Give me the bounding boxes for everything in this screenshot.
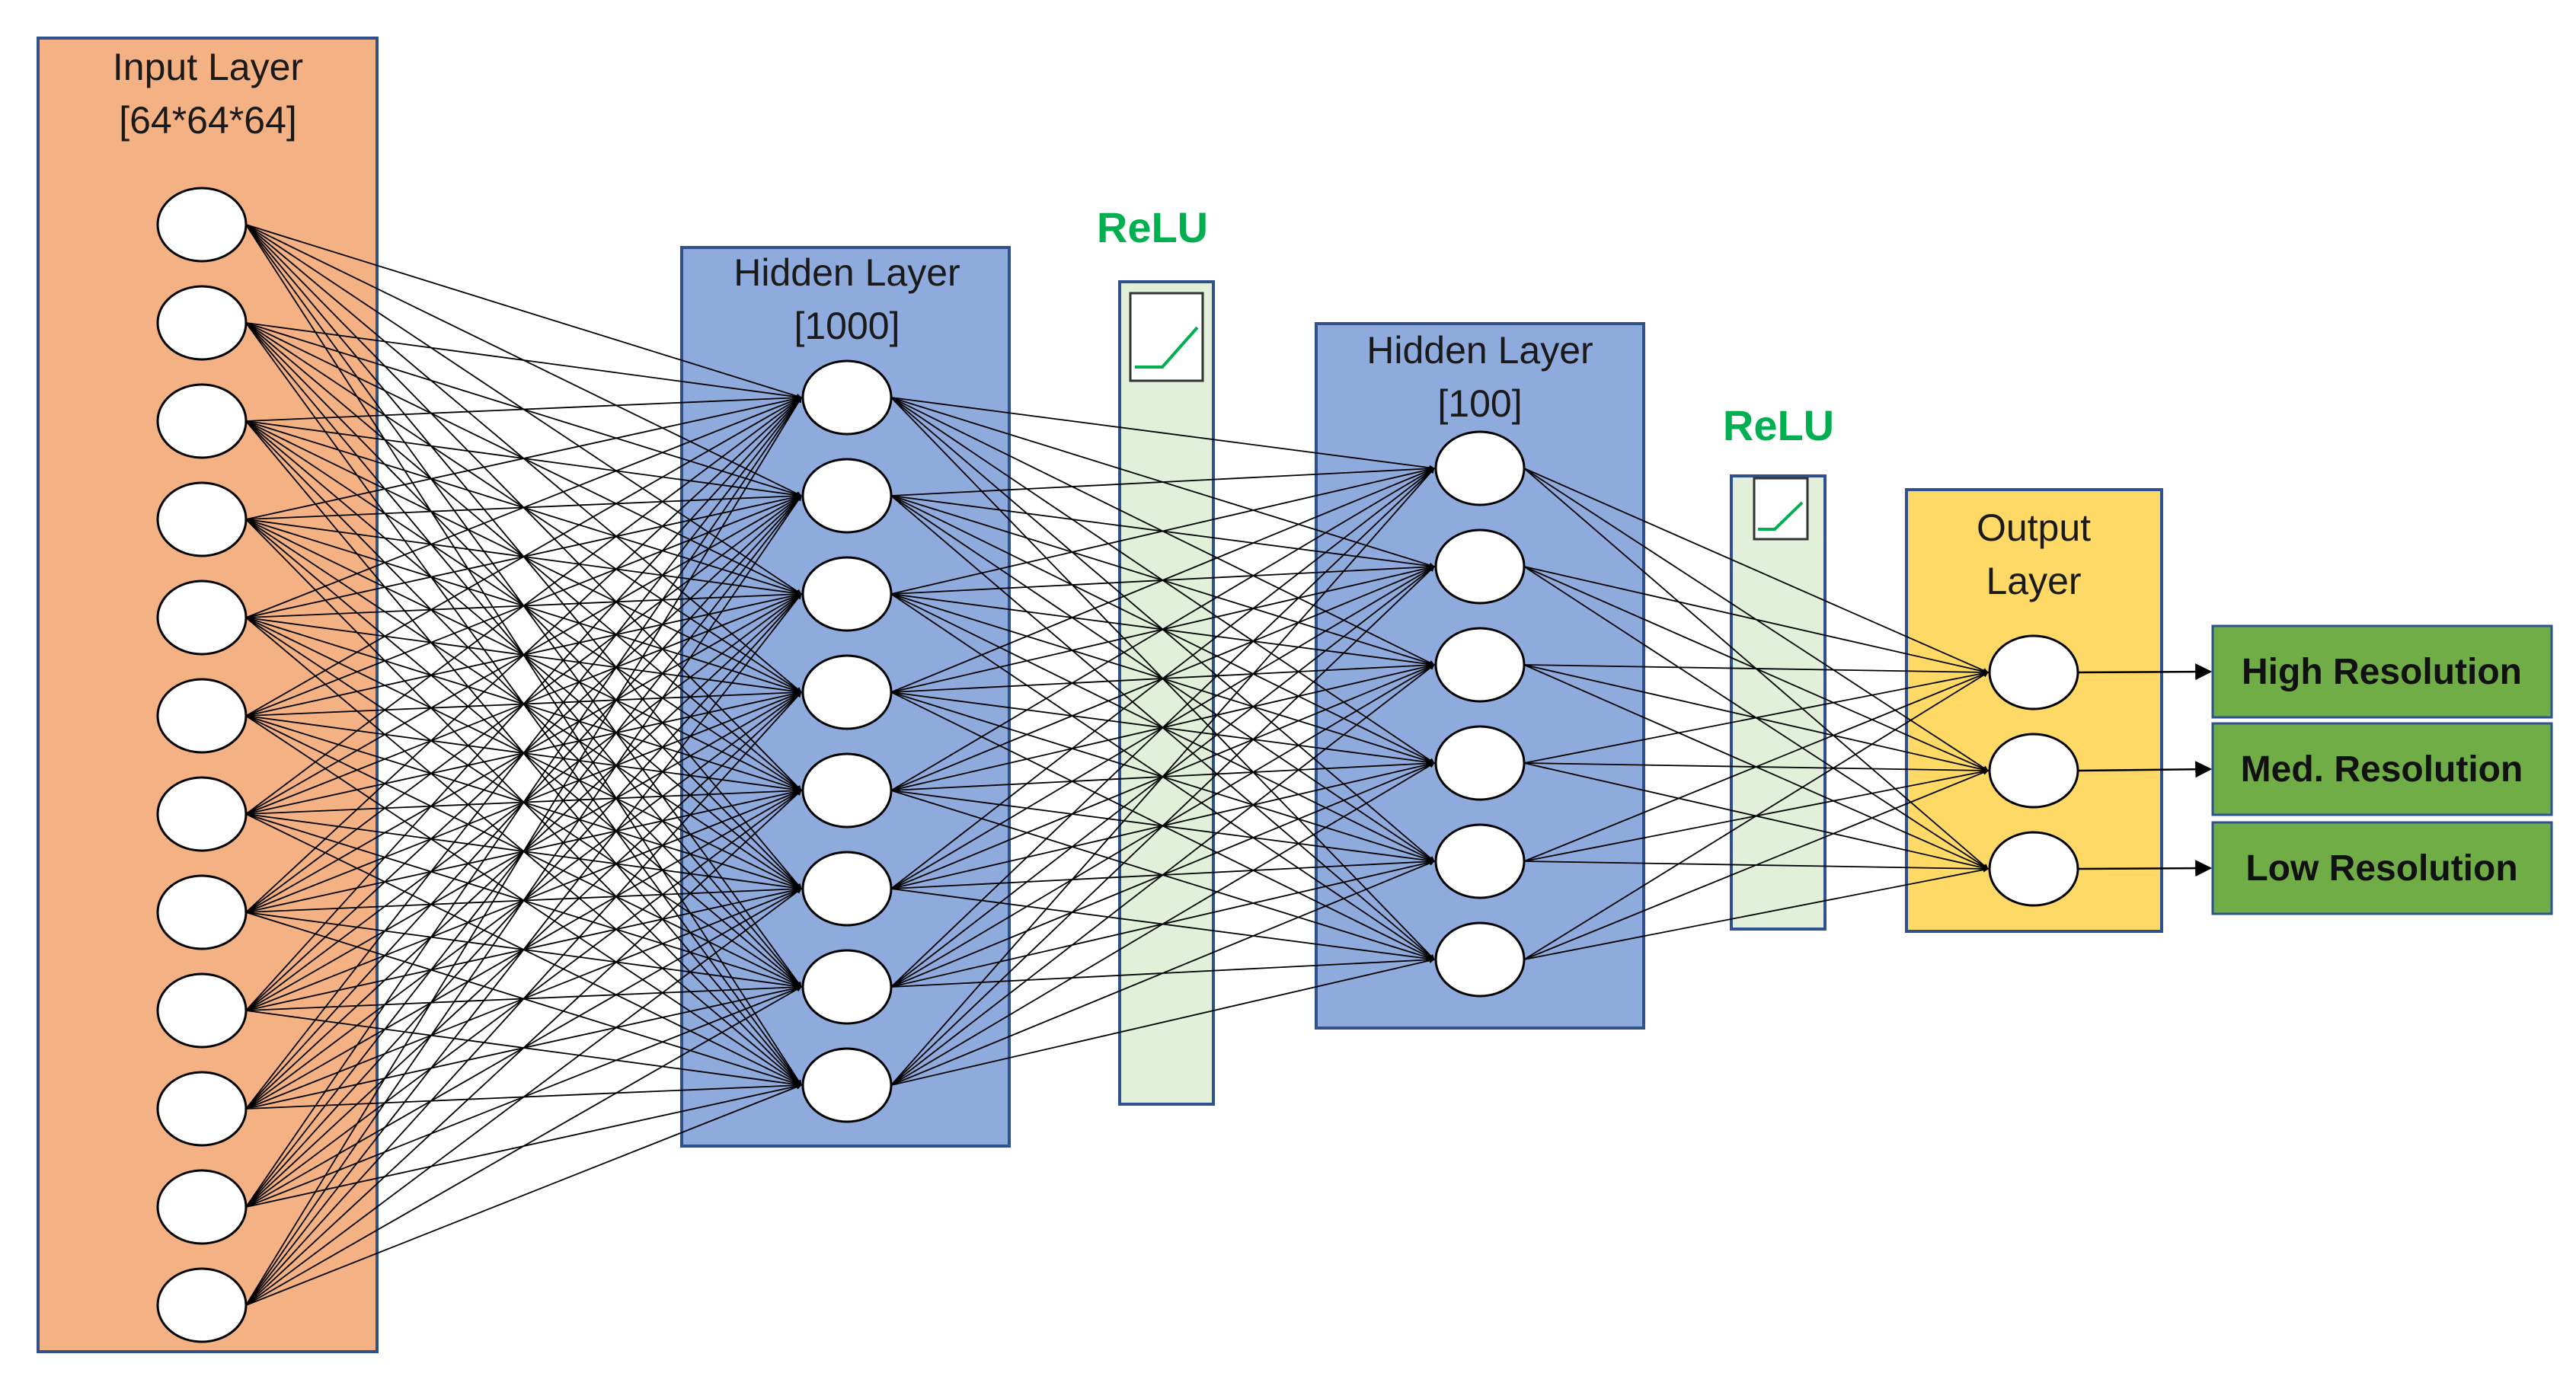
hidden-layer-2-title: Hidden Layer <box>1366 329 1593 372</box>
input-to-hidden1-edge <box>245 397 802 913</box>
hidden-layer-1-node <box>801 654 893 730</box>
hidden-layer-2-node <box>1434 627 1526 703</box>
input-to-hidden1-edge <box>245 395 802 520</box>
low-resolution-box <box>2211 821 2553 915</box>
relu-2-box <box>1730 474 1827 931</box>
hidden1-to-hidden2-edge <box>890 468 1435 693</box>
connection-edges <box>245 224 1989 1306</box>
hidden-layer-2-node <box>1434 528 1526 605</box>
input-layer-node <box>156 1071 248 1147</box>
output-layer-node <box>1988 733 2079 809</box>
input-to-hidden1-edge <box>245 394 802 422</box>
input-to-hidden1-edge <box>245 986 802 1306</box>
hidden2-to-output-edge <box>1523 672 1989 960</box>
hidden-layer-2-node <box>1434 921 1526 998</box>
hidden2-to-output-edge <box>1523 566 1989 675</box>
hidden1-to-hidden2-edge <box>890 861 1435 1086</box>
hidden1-to-hidden2-edge <box>890 468 1435 889</box>
input-to-hidden1-edge <box>245 397 802 1306</box>
input-layer-node <box>156 285 248 361</box>
input-to-hidden1-edge <box>245 397 802 1011</box>
output-layer-title-line2: Layer <box>1986 560 2081 602</box>
hidden1-to-hidden2-edge <box>890 467 1435 595</box>
hidden2-to-output-edge <box>1523 468 1989 673</box>
hidden-layer-2-node <box>1434 430 1526 506</box>
hidden1-to-hidden2-edge <box>890 465 1435 497</box>
relu-2-label: ReLU <box>1723 401 1834 449</box>
input-to-hidden1-edge <box>245 888 802 1306</box>
relu-2-curve <box>1758 501 1804 531</box>
relu-1-box <box>1118 280 1215 1106</box>
low-resolution-label: Low Resolution <box>2245 848 2517 889</box>
input-to-hidden1-edge <box>245 322 802 400</box>
input-to-hidden1-edge <box>245 397 802 1208</box>
med-resolution-box <box>2211 722 2553 816</box>
hidden-layer-2-node <box>1434 725 1526 801</box>
neuron-nodes <box>156 187 2079 1343</box>
hidden-layer-1-node <box>801 752 893 829</box>
input-layer-node <box>156 1169 248 1245</box>
hidden-layer-1-node <box>801 458 893 534</box>
input-to-hidden1-edge <box>245 790 802 1306</box>
input-to-hidden1-edge <box>245 397 802 815</box>
hidden1-to-hidden2-edge <box>890 468 1435 1086</box>
hidden1-to-hidden2-edge <box>890 958 1435 1086</box>
input-to-hidden1-edge <box>245 691 802 1306</box>
output-layer-node <box>1988 634 2079 710</box>
hidden-layer-1-size: [1000] <box>794 305 900 347</box>
input-to-hidden1-edge <box>245 397 802 717</box>
hidden-layer-2-node <box>1434 823 1526 899</box>
input-layer-node <box>156 678 248 754</box>
hidden-layer-1-node <box>801 949 893 1025</box>
input-layer-title: Input Layer <box>113 46 303 88</box>
output-arrow <box>2077 860 2213 877</box>
input-to-hidden1-edge <box>245 397 802 1110</box>
hidden1-to-hidden2-edge <box>890 468 1435 988</box>
input-layer-node <box>156 972 248 1049</box>
hidden-layer-1-node <box>801 1047 893 1123</box>
input-layer-node <box>156 580 248 656</box>
output-arrows <box>2077 663 2213 877</box>
input-to-hidden1-edge <box>245 593 802 1306</box>
input-to-hidden1-edge <box>245 1084 802 1306</box>
input-layer-node <box>156 874 248 950</box>
output-layer-title-line1: Output <box>1977 506 2091 549</box>
high-resolution-label: High Resolution <box>2242 652 2522 692</box>
input-layer-node <box>156 383 248 459</box>
hidden2-to-output-edge <box>1523 670 1989 764</box>
relu-1-curve <box>1135 326 1199 369</box>
hidden-layer-1-node <box>801 359 893 436</box>
hidden1-to-hidden2-edge <box>890 397 1435 471</box>
output-arrow <box>2077 761 2213 778</box>
input-layer-node <box>156 1267 248 1343</box>
input-to-hidden1-edge <box>245 397 802 618</box>
input-layer-size: [64*64*64] <box>119 99 297 142</box>
hidden1-to-hidden2-edge <box>890 762 1435 1086</box>
med-resolution-label: Med. Resolution <box>2241 749 2523 790</box>
hidden1-to-hidden2-edge <box>890 468 1435 791</box>
hidden-layer-1-node <box>801 556 893 632</box>
input-to-hidden1-edge <box>245 224 802 399</box>
hidden-layer-1-node <box>801 851 893 927</box>
input-to-hidden1-edge <box>245 495 802 1306</box>
hidden2-to-output-edge <box>1523 770 1989 960</box>
output-layer-node <box>1988 831 2079 907</box>
hidden-layer-1-title: Hidden Layer <box>733 251 960 294</box>
hidden2-to-output-edge <box>1523 672 1989 862</box>
high-resolution-box <box>2211 624 2553 719</box>
hidden1-to-hidden2-edge <box>890 566 1435 1086</box>
hidden2-to-output-edge <box>1523 664 1989 675</box>
hidden2-to-output-edge <box>1523 867 1989 960</box>
input-layer-node <box>156 776 248 852</box>
hidden1-to-hidden2-edge <box>890 664 1435 1086</box>
input-layer-node <box>156 187 248 263</box>
hidden-layer-2-size: [100] <box>1437 382 1522 425</box>
relu-1-label: ReLU <box>1097 203 1208 251</box>
input-layer-node <box>156 481 248 557</box>
